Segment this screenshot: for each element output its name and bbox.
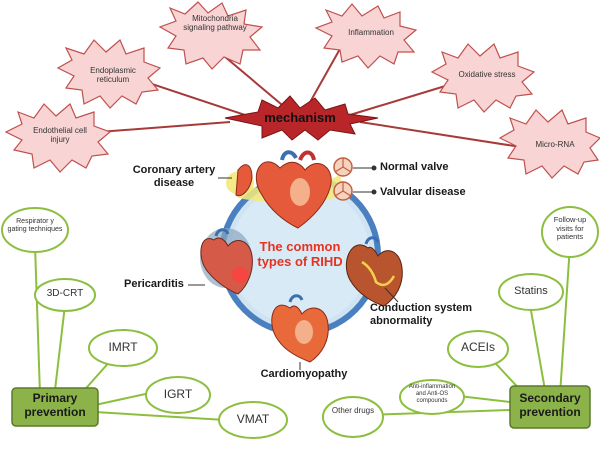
primary-box [11,387,99,427]
label-igrt: IGRT [163,387,193,401]
oval-anti [399,379,465,415]
primary-line2: prevention [24,404,86,419]
star-inflammation [314,3,418,69]
mechanism-burst [224,95,379,141]
oval-aceis [447,330,509,368]
mechanism-stars [4,1,600,179]
label-3dcrt: 3D-CRT [46,288,84,299]
connector-followup [559,244,571,396]
label-coronary-line2: disease [153,176,195,189]
star-microrna [498,109,600,179]
oval-statins [498,273,564,311]
oval-3dcrt [34,278,96,312]
heart-pericarditis [200,228,253,295]
label-respiratory: Respirator y gating techniques [7,218,63,234]
label-normal-valve: Normal valve [380,161,449,173]
heart-cardiomyopathy [271,294,329,363]
secondary-ovals [322,206,599,438]
oval-followup [541,206,599,258]
connector-igrt [94,392,151,406]
pointer-conduction [384,287,399,303]
connector-statins [529,304,546,391]
label-cardiomyopathy: Cardiomyopathy [260,368,348,380]
secondary-line2: prevention [519,404,581,419]
label-coronary: Coronary artery disease [124,164,224,189]
rihd-circle-inner [230,185,370,325]
oval-other [322,396,384,438]
label-followup: Follow-up visits for patients [553,215,587,242]
oval-imrt [88,329,158,367]
label-oxidative: Oxidative stress [458,70,516,79]
pointer-dot-normal-valve [371,165,377,171]
label-mitochondria: Mitochondria signaling pathway [183,14,247,33]
secondary-box [509,385,591,429]
label-conduction: Conduction system abnormality [370,302,500,327]
label-endothelial: Endothelial cell injury [33,126,87,145]
valve-icons [333,157,353,201]
star-mitochondria [158,1,264,70]
heart-conduction [345,236,403,307]
label-statins: Statins [514,285,548,297]
primary-prevention-label: Primary prevention [12,391,98,420]
label-pericarditis: Pericarditis [124,278,184,290]
label-microrna: Micro-RNA [535,140,575,149]
secondary-prevention-label: Secondary prevention [510,391,590,420]
label-conduction-line2: abnormality [370,314,433,327]
pointer-dot-valvular [371,189,377,195]
star-endothelial [4,103,112,173]
label-other: Other drugs [331,406,375,415]
star-er [56,39,162,109]
oval-respiratory [1,207,69,253]
secondary-line1: Secondary [519,391,581,405]
connector-microrna [359,121,541,151]
oval-vmat [218,401,288,439]
center-title: The common types of RIHD [242,239,358,270]
center-title-line1: The common [259,239,341,254]
label-coronary-line1: Coronary artery [132,164,216,176]
label-imrt: IMRT [108,340,138,354]
label-aceis: ACEIs [460,340,495,354]
label-valvular: Valvular disease [380,186,466,198]
primary-line1: Primary [32,391,78,405]
label-vmat: VMAT [236,412,270,426]
connector-3dcrt [54,304,66,391]
primary-ovals [1,207,288,439]
label-er: Endoplasmic reticulum [90,66,136,85]
mechanism-label: mechanism [264,110,336,125]
heart-coronary [235,150,332,229]
label-anti: Anti-inflammation and Anti-OS compounds [408,384,456,404]
star-oxidative [430,43,536,113]
center-title-line2: types of RIHD [257,253,343,269]
connector-respiratory [34,244,41,396]
label-pointers [188,165,399,370]
oval-igrt [145,376,211,414]
connector-vmat [94,411,226,421]
label-inflammation: Inflammation [348,28,394,37]
label-conduction-line1: Conduction system [370,302,473,314]
